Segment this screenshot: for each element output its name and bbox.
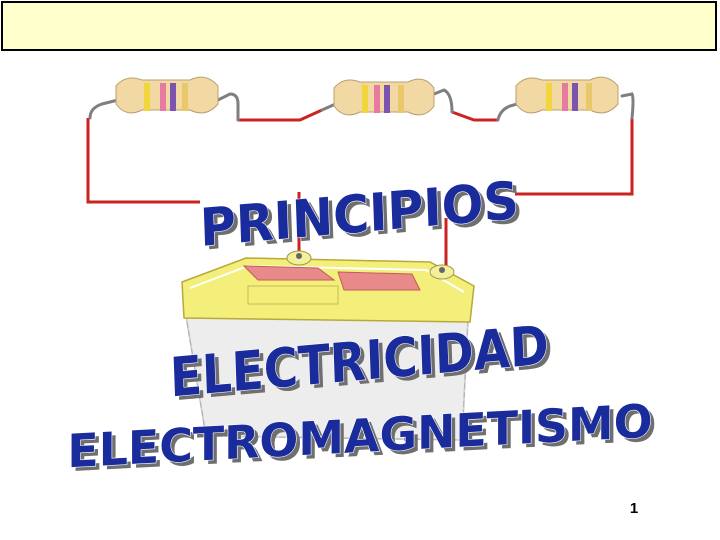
page-number: 1 (629, 500, 639, 517)
resistor-icon (515, 76, 619, 114)
wire-circuit (86, 108, 634, 266)
resistor-icon (333, 78, 435, 116)
battery-icon (181, 250, 475, 441)
resistor-icon (115, 76, 219, 114)
title-placeholder[interactable] (1, 1, 717, 51)
